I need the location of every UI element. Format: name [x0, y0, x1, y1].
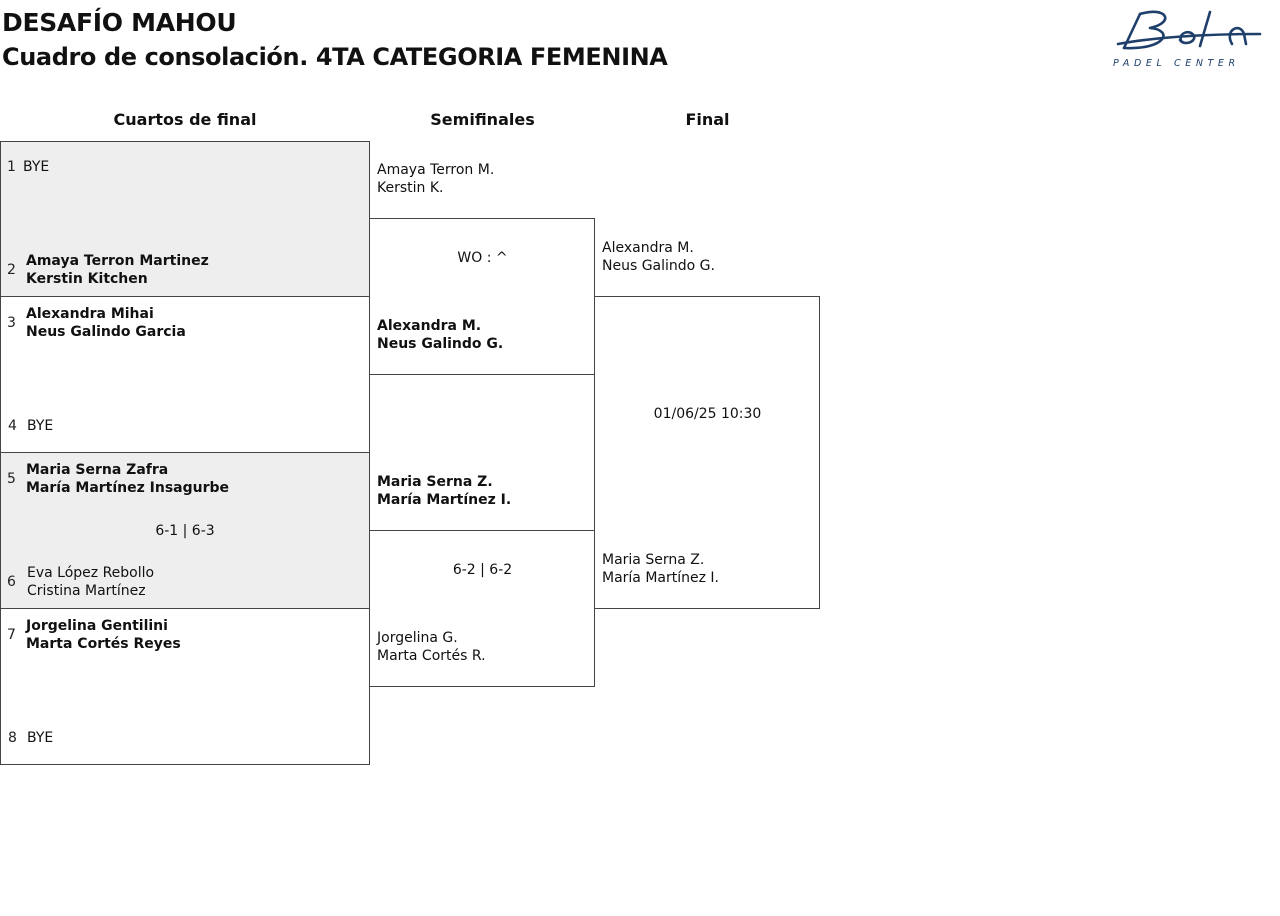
seed-number: 5 [7, 471, 16, 487]
player-name: Maria Serna Z. [602, 552, 705, 568]
player-name: Alexandra M. [602, 240, 694, 256]
tournament-title: DESAFÍO MAHOU [2, 8, 237, 37]
player-name: Neus Galindo Garcia [26, 324, 186, 340]
seed-number: 3 [7, 315, 16, 331]
player-name: Marta Cortés Reyes [26, 636, 181, 652]
team-entry: Maria Serna Zafra María Martínez Insagur… [26, 461, 229, 497]
player-name: BYE [23, 159, 50, 175]
round-header-quarters: Cuartos de final [113, 110, 257, 129]
semifinal-team: Alexandra M. Neus Galindo G. [377, 317, 503, 353]
team-entry: Amaya Terron Martinez Kerstin Kitchen [26, 252, 209, 288]
player-name: Alexandra M. [377, 318, 482, 334]
quarterfinal-match-1 [0, 141, 370, 297]
quarterfinal-match-3 [0, 452, 370, 609]
player-name: Amaya Terron M. [377, 162, 495, 178]
round-header-final: Final [685, 110, 730, 129]
draw-subtitle: Cuadro de consolación. 4TA CATEGORIA FEM… [2, 43, 668, 71]
bela-padel-logo: PADEL CENTER [1110, 8, 1275, 74]
player-name: Cristina Martínez [27, 583, 146, 599]
semifinal-team: Jorgelina G. Marta Cortés R. [377, 629, 486, 665]
player-name: Eva López Rebollo [27, 565, 155, 581]
seed-number: 8 [8, 730, 17, 746]
player-name: Marta Cortés R. [377, 648, 486, 664]
player-name: BYE [27, 418, 54, 434]
match-score: WO : ^ [457, 250, 508, 266]
player-name: Neus Galindo G. [377, 336, 504, 352]
final-schedule: 01/06/25 10:30 [653, 406, 762, 422]
seed-number: 6 [7, 574, 16, 590]
player-name: Maria Serna Z. [377, 474, 493, 490]
seed-number: 1 [7, 159, 16, 175]
seed-number: 4 [8, 418, 17, 434]
logo-wordmark: PADEL CENTER [1113, 58, 1240, 69]
player-name: Kerstin Kitchen [26, 271, 148, 287]
seed-number: 2 [7, 262, 16, 278]
player-name: Jorgelina Gentilini [26, 618, 168, 634]
final-match [594, 296, 820, 609]
semifinal-team: Maria Serna Z. María Martínez I. [377, 473, 511, 509]
team-entry: Alexandra Mihai Neus Galindo Garcia [26, 305, 186, 341]
team-entry: Eva López Rebollo Cristina Martínez [27, 564, 154, 600]
player-name: Alexandra Mihai [26, 306, 154, 322]
match-score: 6-2 | 6-2 [452, 562, 513, 578]
player-name: María Martínez I. [377, 492, 512, 508]
player-name: María Martínez I. [602, 570, 719, 586]
player-name: BYE [27, 730, 54, 746]
semifinal-team: Amaya Terron M. Kerstin K. [377, 161, 494, 197]
match-score: 6-1 | 6-3 [155, 523, 215, 539]
player-name: Neus Galindo G. [602, 258, 715, 274]
finalist-team: Alexandra M. Neus Galindo G. [602, 239, 715, 275]
player-name: Jorgelina G. [377, 630, 458, 646]
player-name: Amaya Terron Martinez [26, 253, 209, 269]
player-name: Maria Serna Zafra [26, 462, 169, 478]
team-entry: Jorgelina Gentilini Marta Cortés Reyes [26, 617, 181, 653]
finalist-team: Maria Serna Z. María Martínez I. [602, 551, 719, 587]
team-entry: BYE [23, 158, 49, 176]
player-name: María Martínez Insagurbe [26, 480, 230, 496]
logo-script-mark [1116, 10, 1262, 50]
team-entry: BYE [27, 729, 53, 747]
player-name: Kerstin K. [377, 180, 444, 196]
round-header-semis: Semifinales [430, 110, 535, 129]
team-entry: BYE [27, 417, 53, 435]
seed-number: 7 [7, 627, 16, 643]
